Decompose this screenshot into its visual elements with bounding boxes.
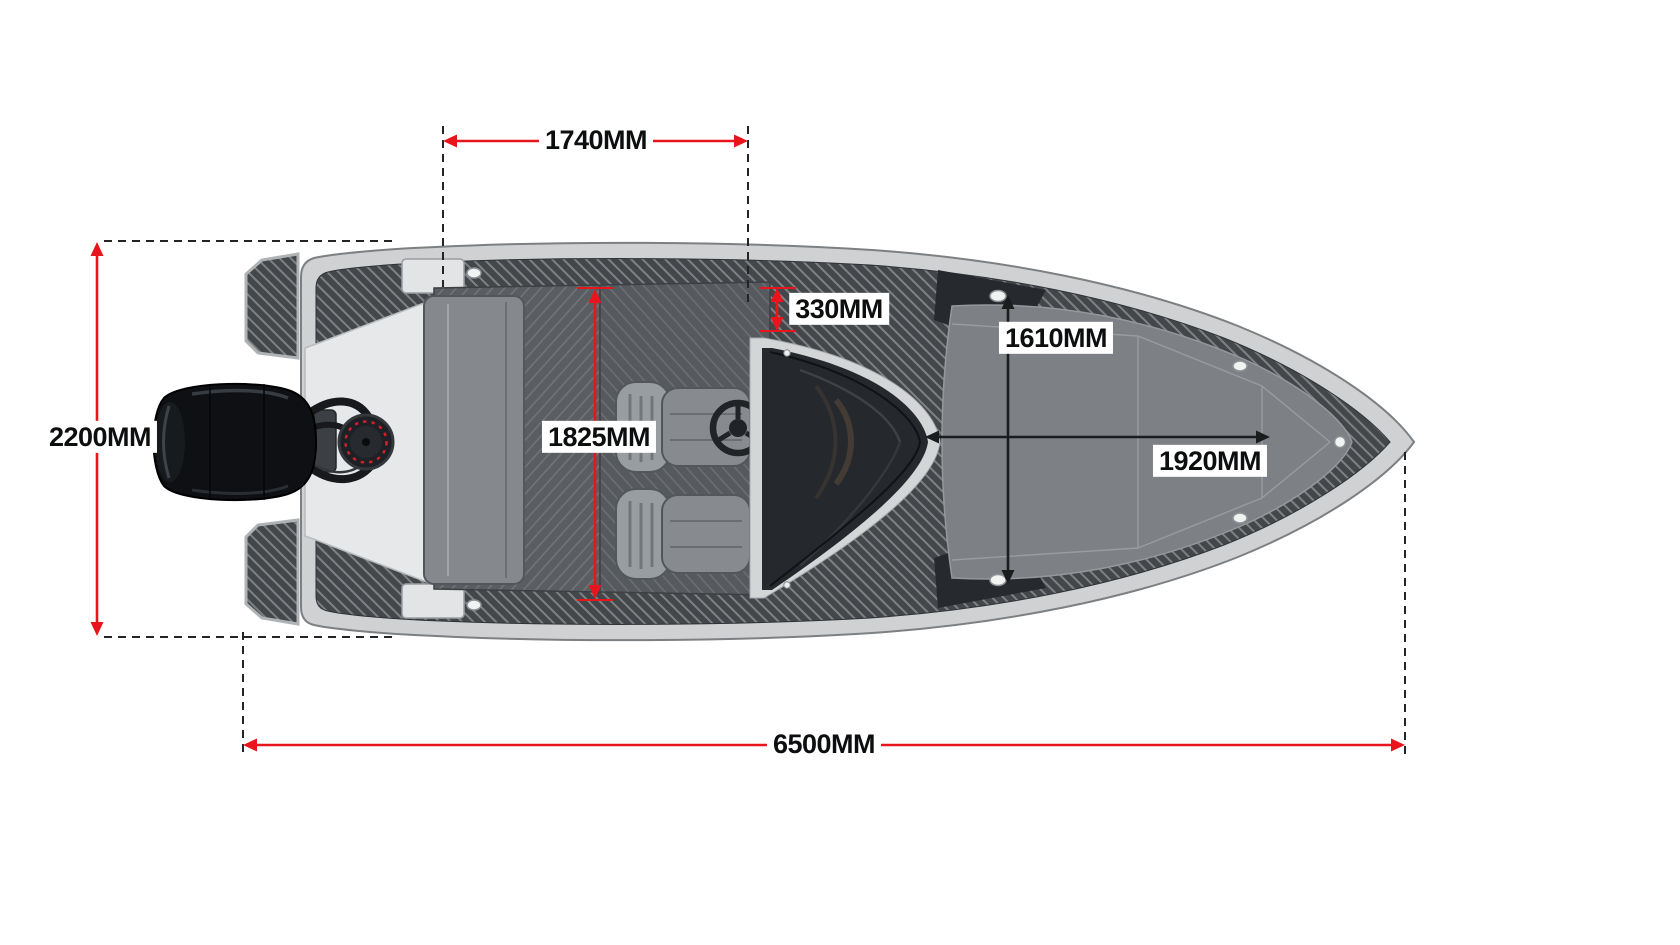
foredeck [941, 304, 1353, 580]
bow-navigation-light [1333, 435, 1347, 449]
co-pilot-seat [615, 488, 751, 580]
dimension-330-arrow [760, 287, 796, 332]
extension-lines [104, 126, 1406, 757]
windshield [749, 337, 941, 599]
dimension-label-6500: 6500MM [766, 727, 882, 761]
swim-platform-starboard [244, 518, 300, 626]
helm-hatch [337, 413, 395, 471]
stern-hatch-port [401, 258, 465, 294]
boat-illustration [152, 241, 1416, 642]
cleat [466, 599, 482, 611]
dimension-label-2200: 2200MM [42, 420, 158, 454]
cleat [989, 289, 1007, 303]
dimension-label-1610: 1610MM [998, 321, 1114, 355]
dimension-lines [90, 126, 1406, 757]
cleat [466, 267, 482, 279]
deck-cleats [466, 267, 1347, 611]
dimension-1920-arrow [925, 430, 1270, 444]
swim-platform-port [244, 252, 300, 360]
windshield-corner-fitting [783, 349, 791, 357]
dimension-label-1920: 1920MM [1152, 444, 1268, 478]
aft-bench-seat [423, 295, 525, 585]
cleat [1232, 512, 1248, 524]
windshield-corner-fitting [783, 581, 791, 589]
dimension-label-1825: 1825MM [541, 420, 657, 454]
cleat [989, 573, 1007, 587]
outboard-motor [152, 382, 318, 502]
cleat [1232, 360, 1248, 372]
dimension-label-1740: 1740MM [538, 123, 654, 157]
dimension-label-330: 330MM [789, 292, 889, 326]
